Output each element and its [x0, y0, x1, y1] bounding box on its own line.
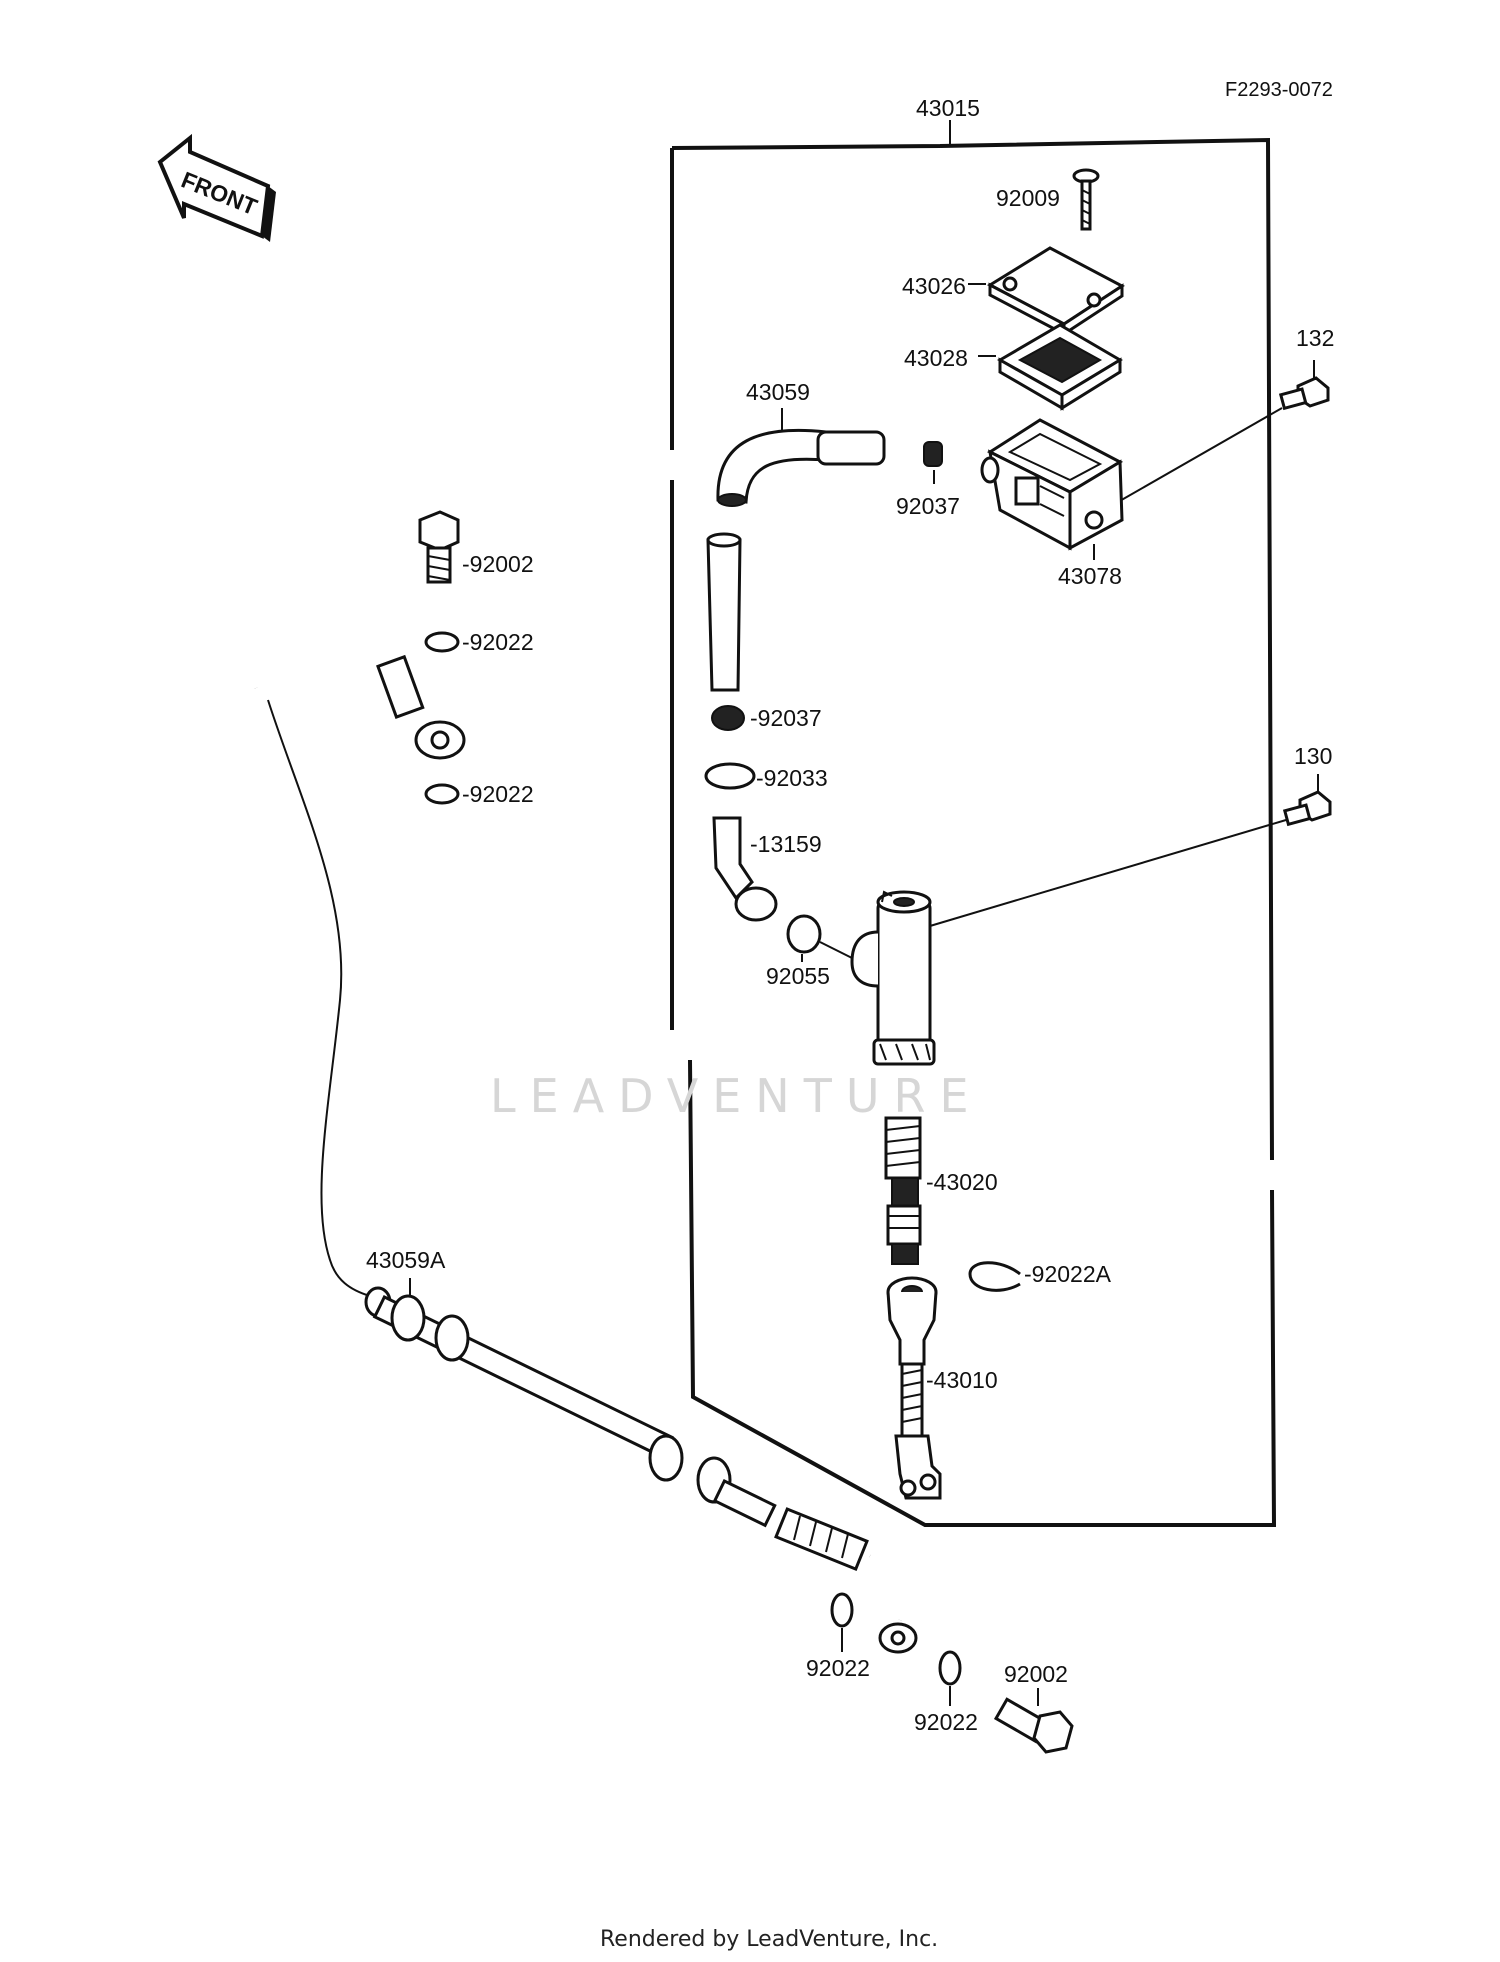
- brake-hose-43059A-icon: [267, 699, 918, 1654]
- part-label-92022-b: -92022: [462, 781, 534, 807]
- push-rod-43010-icon: [886, 1276, 942, 1500]
- part-label-92037-top: 92037: [896, 493, 960, 519]
- piston-spring-43020-icon: [884, 1116, 922, 1265]
- master-cylinder-body-icon: [850, 890, 936, 1066]
- part-label-92022-a: -92022: [462, 629, 534, 655]
- bolt-132-icon: [1278, 376, 1330, 411]
- part-label-132: 132: [1296, 325, 1334, 351]
- part-label-92022A: -92022A: [1024, 1261, 1112, 1287]
- part-label-92022-d: 92022: [914, 1709, 978, 1735]
- part-label-43028: 43028: [904, 345, 968, 371]
- front-arrow-icon: FRONT: [157, 133, 276, 242]
- clamp-92037-lower-icon: [711, 705, 745, 731]
- part-label-92009: 92009: [996, 185, 1060, 211]
- o-ring-92055-icon: [786, 914, 822, 954]
- circlip-92033-icon: [704, 762, 756, 790]
- washer-92022-icon: [424, 631, 460, 805]
- part-label-43059: 43059: [746, 379, 810, 405]
- part-label-92002-top: -92002: [462, 551, 534, 577]
- reservoir-hose-43059-icon: [706, 428, 886, 692]
- part-label-92033: -92033: [756, 765, 828, 791]
- part-label-92055: 92055: [766, 963, 830, 989]
- footer-credit: Rendered by LeadVenture, Inc.: [600, 1927, 938, 1952]
- part-label-130: 130: [1294, 743, 1332, 769]
- assembly-box: [670, 120, 1277, 1527]
- watermark: LEADVENTURE: [490, 1069, 983, 1123]
- part-label-13159: -13159: [750, 831, 822, 857]
- circlip-92022A-icon: [968, 1261, 1021, 1292]
- screw-92009-icon: [1072, 168, 1100, 231]
- part-label-92022-c: 92022: [806, 1655, 870, 1681]
- reservoir-43078-icon: [980, 418, 1124, 551]
- part-label-92037-lower: -92037: [750, 705, 822, 731]
- part-label-43026: 43026: [902, 273, 966, 299]
- reservoir-cover-43026-icon: [986, 246, 1125, 337]
- part-label-43010: -43010: [926, 1367, 998, 1393]
- part-label-92002-lower: 92002: [1004, 1661, 1068, 1687]
- part-label-43078: 43078: [1058, 563, 1122, 589]
- part-label-43059A: 43059A: [366, 1247, 446, 1273]
- clamp-92037-icon: [923, 441, 943, 467]
- banjo-bolt-92002-lower-icon: [993, 1697, 1074, 1754]
- washer-92022-lower-icon: [830, 1592, 962, 1686]
- part-label-43015: 43015: [916, 95, 980, 121]
- brake-hose-upper-icon: [237, 559, 466, 760]
- bolt-130-icon: [1282, 790, 1332, 827]
- part-label-43020: -43020: [926, 1169, 998, 1195]
- diaphragm-43028-icon: [996, 323, 1123, 411]
- banjo-bolt-92002-icon: [418, 510, 460, 584]
- diagram-code: F2293-0072: [1225, 79, 1333, 101]
- fitting-13159-icon: [712, 816, 778, 922]
